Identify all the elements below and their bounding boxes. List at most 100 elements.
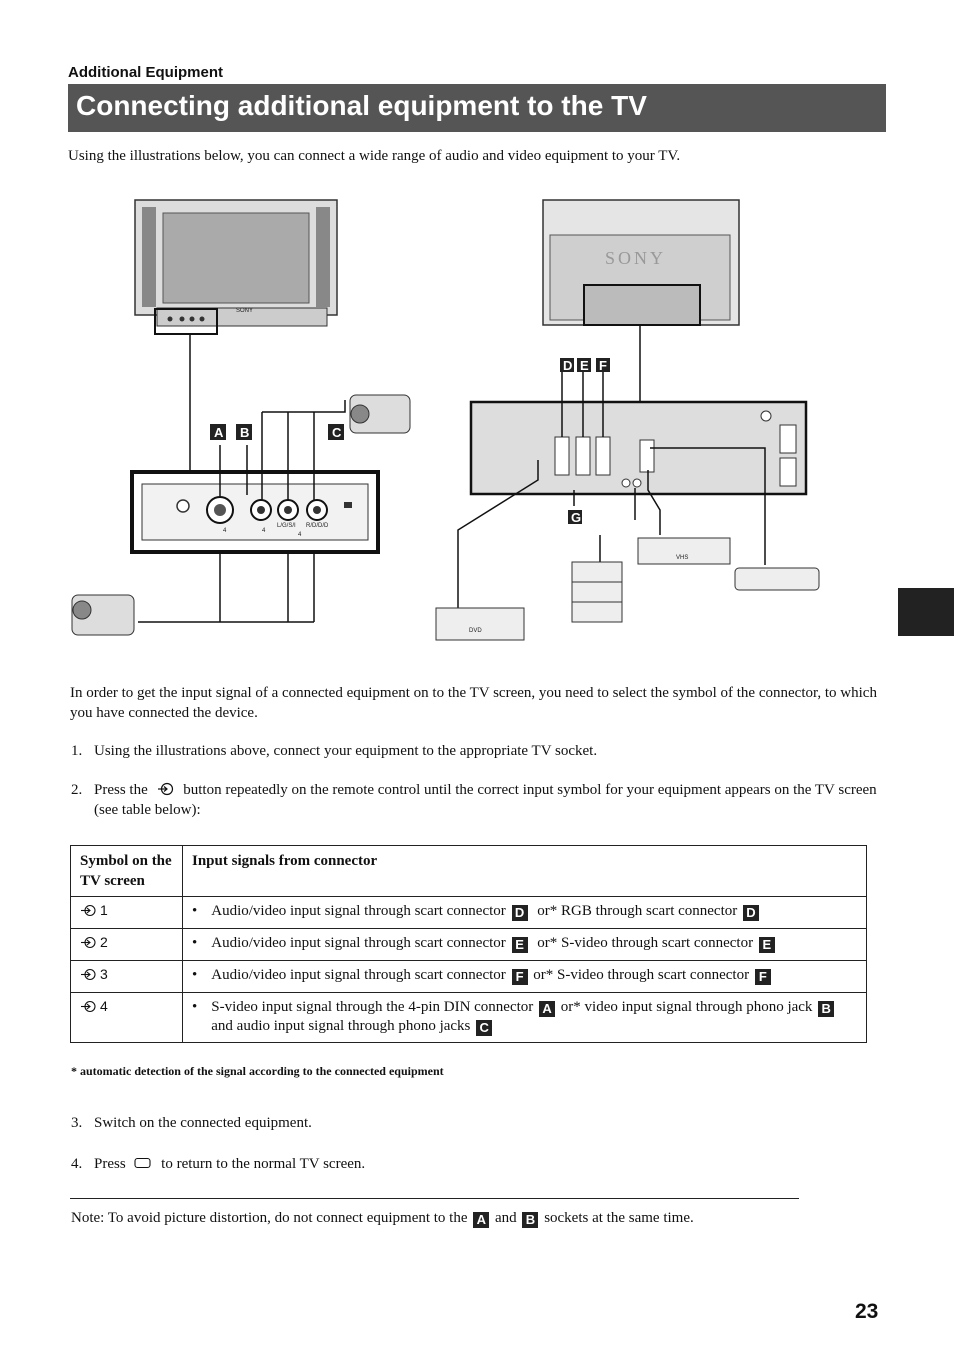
game-console-device — [734, 567, 820, 591]
step-4-text-a: Press — [94, 1156, 126, 1172]
label-d-box — [560, 358, 574, 372]
note-part-b: and — [495, 1210, 517, 1226]
input-signal-table: Symbol on the TV screen Input signals fr… — [70, 845, 867, 1043]
label-e: E — [580, 358, 589, 373]
note-part-c: sockets at the same time. — [544, 1210, 694, 1226]
connector-label: E — [511, 937, 528, 953]
signal-text-alt: or* RGB through scart connector — [537, 903, 738, 919]
signal-cell: • Audio/video input signal through scart… — [182, 928, 867, 961]
input-number: 1 — [100, 902, 108, 918]
note-divider — [70, 1198, 799, 1199]
step-4: 4. Press to return to the normal TV scre… — [71, 1154, 886, 1174]
label-c-box — [328, 424, 344, 440]
step-3: 3. Switch on the connected equipment. — [71, 1113, 886, 1133]
connection-diagram: SONY 4 4 L/G/S/I R/D/D/D 4 — [71, 199, 820, 641]
signal-text-extra: and audio input signal through phono jac… — [211, 1018, 471, 1034]
connector-label-alt: D — [743, 905, 759, 921]
input-select-icon — [157, 782, 173, 796]
label-f-box — [596, 358, 610, 372]
dvd-label: DVD — [469, 628, 482, 634]
connector-label-extra: C — [476, 1020, 493, 1036]
step-4-line: Press to return to the normal TV screen. — [94, 1154, 365, 1174]
connector-label: D — [511, 905, 528, 921]
symbol-cell: 4 — [70, 992, 183, 1043]
connector-label: F — [511, 969, 528, 985]
connector-label-alt: E — [758, 937, 775, 953]
step-3-text: Switch on the connected equipment. — [94, 1115, 312, 1131]
vcr-device: VHS — [637, 537, 731, 565]
dvd-device: DVD — [435, 607, 525, 641]
step-1-text: Using the illustrations above, connect y… — [94, 743, 598, 759]
table-row: 1 • Audio/video input signal through sca… — [70, 896, 867, 929]
note-part-a: Note: To avoid picture distortion, do no… — [71, 1210, 468, 1226]
panel-label-right: R/D/D/D — [306, 523, 329, 529]
camcorder-bottom — [71, 594, 135, 636]
input-icon — [81, 1000, 96, 1012]
step-3-number: 3. — [71, 1115, 83, 1131]
note-text: Note: To avoid picture distortion, do no… — [71, 1210, 694, 1228]
input-symbol: 4 — [80, 998, 108, 1014]
label-a: A — [214, 425, 224, 440]
label-b: B — [240, 425, 249, 440]
symbol-cell: 3 — [70, 960, 183, 993]
label-f: F — [599, 358, 607, 373]
rear-cables — [457, 372, 766, 620]
panel-label-svideo: 4 — [223, 528, 227, 534]
step-4-number: 4. — [71, 1156, 83, 1172]
rear-tv-brand: SONY — [605, 248, 666, 268]
signal-text-alt: or* S-video through scart connector — [533, 967, 750, 983]
signal-cell: • S-video input signal through the 4-pin… — [182, 992, 867, 1043]
title-bar: Connecting additional equipment to the T… — [68, 84, 886, 132]
table-header-row: Symbol on the TV screen Input signals fr… — [70, 845, 867, 897]
section-label: Additional Equipment — [68, 64, 223, 81]
front-connector-panel: 4 4 L/G/S/I R/D/D/D 4 — [130, 470, 380, 554]
connector-label: A — [539, 1001, 556, 1017]
input-icon — [81, 968, 96, 980]
symbol-cell: 1 — [70, 896, 183, 929]
table-col-symbol: Symbol on the TV screen — [70, 845, 183, 897]
label-g: G — [571, 510, 581, 525]
input-icon — [81, 936, 96, 948]
signal-text: S-video input signal through the 4-pin D… — [211, 999, 534, 1015]
table-row: 4 • S-video input signal through the 4-p… — [70, 992, 867, 1043]
step-1: 1. Using the illustrations above, connec… — [71, 741, 891, 761]
label-g-box — [568, 510, 582, 524]
connector-label-alt: F — [754, 969, 771, 985]
side-tab-marker — [898, 588, 954, 636]
step-2-text-a: Press the — [94, 782, 148, 798]
signal-text-alt: or* S-video through scart connector — [537, 935, 754, 951]
page-title: Connecting additional equipment to the T… — [76, 90, 647, 121]
input-number: 2 — [100, 934, 108, 950]
label-c: C — [332, 425, 342, 440]
input-number: 3 — [100, 966, 108, 982]
step-2: 2. Press the button repeatedly on the re… — [71, 780, 886, 822]
panel-label-audio: 4 — [298, 532, 302, 538]
signal-text: Audio/video input signal through scart c… — [211, 935, 506, 951]
camcorder-top — [349, 394, 411, 434]
connector-label-alt: B — [818, 1001, 835, 1017]
panel-label-left: L/G/S/I — [277, 523, 296, 529]
page-number: 23 — [855, 1300, 879, 1323]
step-2-number: 2. — [71, 782, 83, 798]
symbol-cell: 2 — [70, 928, 183, 961]
note-connector-a: A — [473, 1212, 490, 1228]
signal-text: Audio/video input signal through scart c… — [211, 903, 506, 919]
input-number: 4 — [100, 998, 108, 1014]
label-d: D — [563, 358, 572, 373]
footnote: * automatic detection of the signal acco… — [71, 1064, 444, 1078]
vcr-label: VHS — [676, 555, 688, 561]
tv-button-icon — [134, 1157, 151, 1169]
label-a-box — [210, 424, 226, 440]
front-cables — [138, 400, 346, 623]
table-col-signals: Input signals from connector — [182, 845, 867, 897]
input-symbol: 3 — [80, 966, 108, 982]
front-tv-illustration: SONY — [134, 199, 338, 335]
rear-tv-illustration: SONY — [542, 199, 740, 326]
panel-label-video: 4 — [262, 528, 266, 534]
label-e-box — [577, 358, 591, 372]
step-4-text-b: to return to the normal TV screen. — [161, 1156, 366, 1172]
note-connector-b: B — [522, 1212, 539, 1228]
label-b-box — [236, 424, 252, 440]
intro-text: Using the illustrations below, you can c… — [68, 148, 681, 164]
input-symbol: 2 — [80, 934, 108, 950]
